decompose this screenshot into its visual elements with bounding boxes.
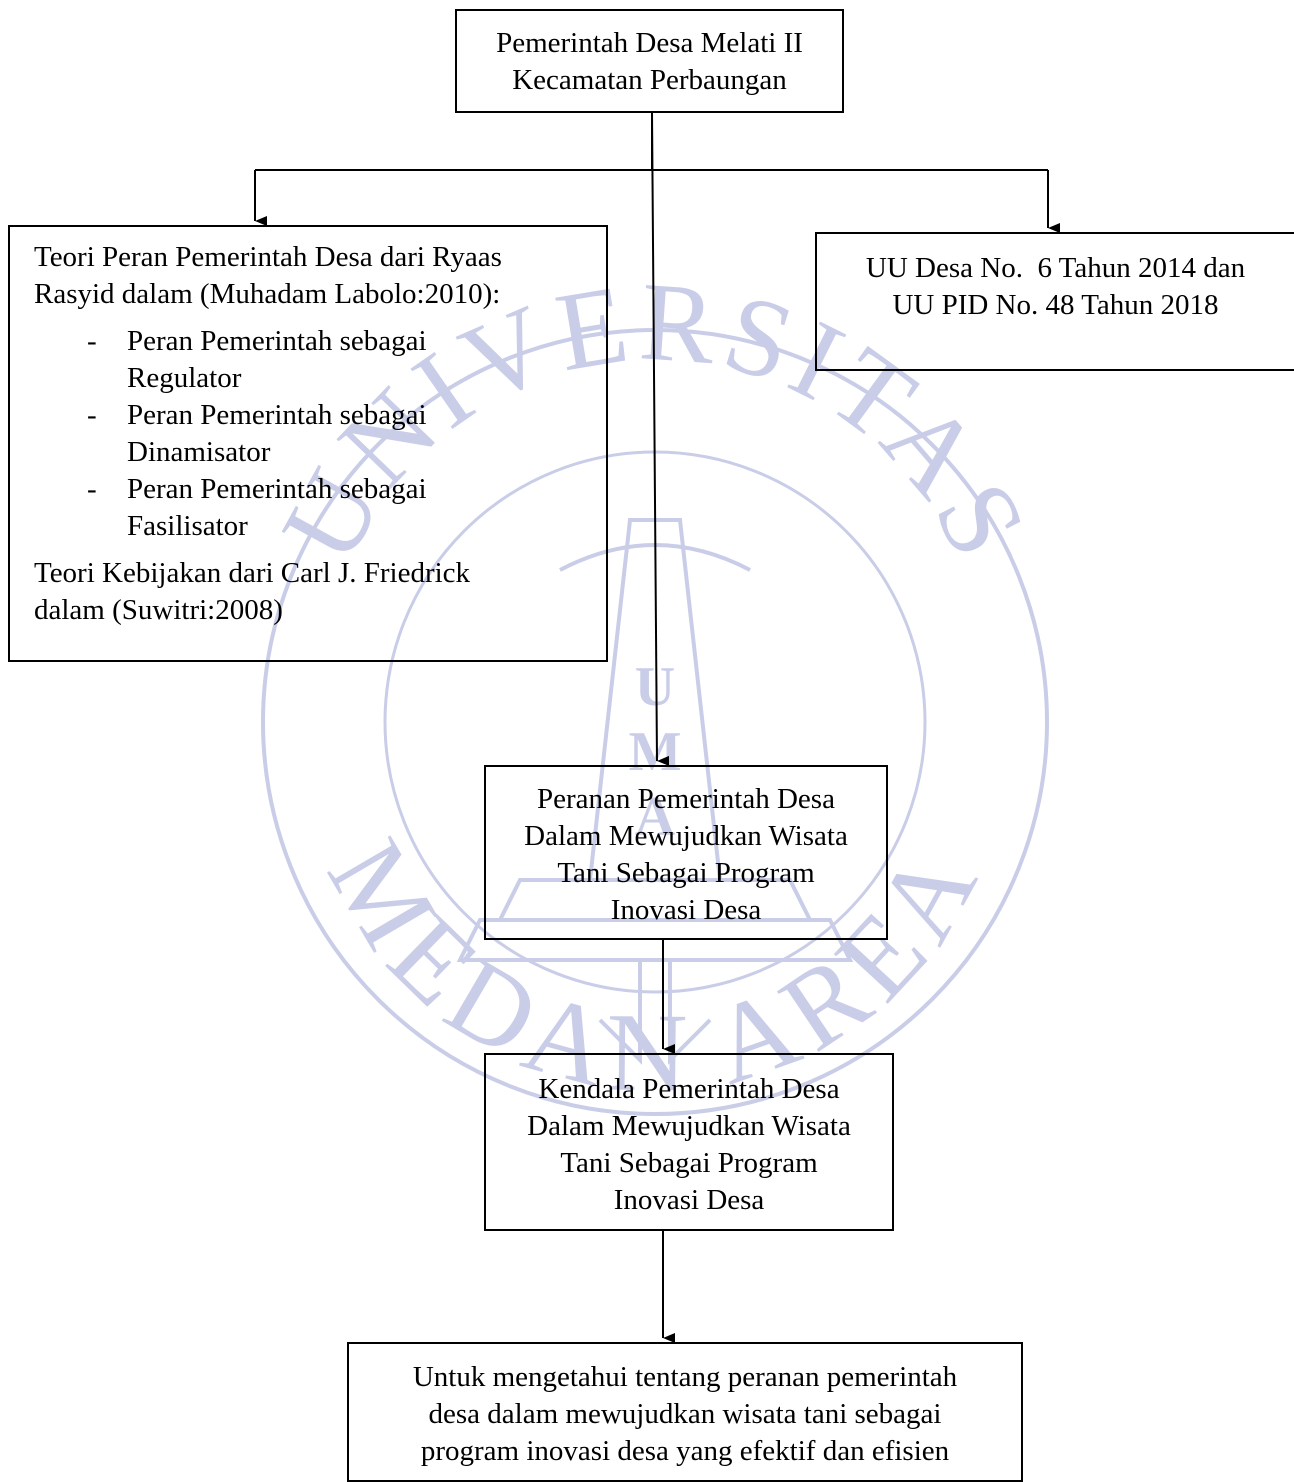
node-text-line: UU Desa No. 6 Tahun 2014 dan: [865, 252, 1246, 284]
node-text-line: Tani Sebagai Program: [560, 1147, 818, 1179]
bullet-text-line: Peran Pemerintah sebagai: [127, 473, 427, 505]
bullet-dash: -: [87, 473, 97, 505]
svg-text:U: U: [635, 656, 675, 718]
node-village-government: Pemerintah Desa Melati II Kecamatan Perb…: [455, 9, 844, 113]
node-text-line: Kecamatan Perbaungan: [512, 64, 787, 96]
bullet-text-line: Dinamisator: [127, 436, 271, 468]
node-text-line: Pemerintah Desa Melati II: [496, 27, 803, 59]
node-text-line: Kendala Pemerintah Desa: [538, 1073, 840, 1105]
arrow-to-role: [651, 112, 670, 766]
node-text-line: Dalam Mewujudkan Wisata: [527, 1110, 851, 1142]
bullet-text-line: Fasilisator: [127, 510, 248, 542]
bullet-text-line: Peran Pemerintah sebagai: [127, 399, 427, 431]
node-text-line: program inovasi desa yang efektif dan ef…: [420, 1435, 950, 1467]
node-text-line: Untuk mengetahui tentang peranan pemerin…: [412, 1361, 958, 1393]
list-item: - Peran Pemerintah sebagai Dinamisator: [34, 397, 487, 471]
theory-outro-line: dalam (Suwitri:2008): [34, 594, 283, 626]
node-text-line: Inovasi Desa: [613, 1184, 765, 1216]
theory-intro-line: Rasyid dalam (Muhadam Labolo:2010):: [34, 278, 501, 310]
node-text-line: Peranan Pemerintah Desa: [537, 783, 835, 815]
node-law: UU Desa No. 6 Tahun 2014 dan UU PID No. …: [815, 232, 1294, 371]
bullet-text-line: Regulator: [127, 362, 242, 394]
node-text-line: desa dalam mewujudkan wisata tani sebaga…: [428, 1398, 942, 1430]
list-item: - Peran Pemerintah sebagai Fasilisator: [34, 471, 487, 545]
node-theory: Teori Peran Pemerintah Desa dari Ryaas R…: [8, 225, 608, 662]
bullet-dash: -: [87, 325, 97, 357]
node-text-line: Dalam Mewujudkan Wisata: [524, 820, 848, 852]
bullet-dash: -: [87, 399, 97, 431]
node-goal: Untuk mengetahui tentang peranan pemerin…: [347, 1342, 1023, 1482]
node-text-line: UU PID No. 48 Tahun 2018: [892, 289, 1219, 321]
svg-text:M: M: [629, 721, 682, 783]
node-text-line: Tani Sebagai Program: [557, 857, 815, 889]
list-item: - Peran Pemerintah sebagai Regulator: [34, 323, 487, 397]
node-text-line: Inovasi Desa: [610, 894, 762, 926]
node-role: Peranan Pemerintah Desa Dalam Mewujudkan…: [484, 765, 888, 940]
bullet-text-line: Peran Pemerintah sebagai: [127, 325, 427, 357]
theory-intro-line: Teori Peran Pemerintah Desa dari Ryaas: [34, 241, 502, 273]
svg-text:A: A: [635, 786, 676, 848]
theory-outro-line: Teori Kebijakan dari Carl J. Friedrick: [34, 557, 471, 589]
node-constraint: Kendala Pemerintah Desa Dalam Mewujudkan…: [484, 1053, 894, 1231]
theory-role-list: - Peran Pemerintah sebagai Regulator - P…: [34, 323, 606, 545]
